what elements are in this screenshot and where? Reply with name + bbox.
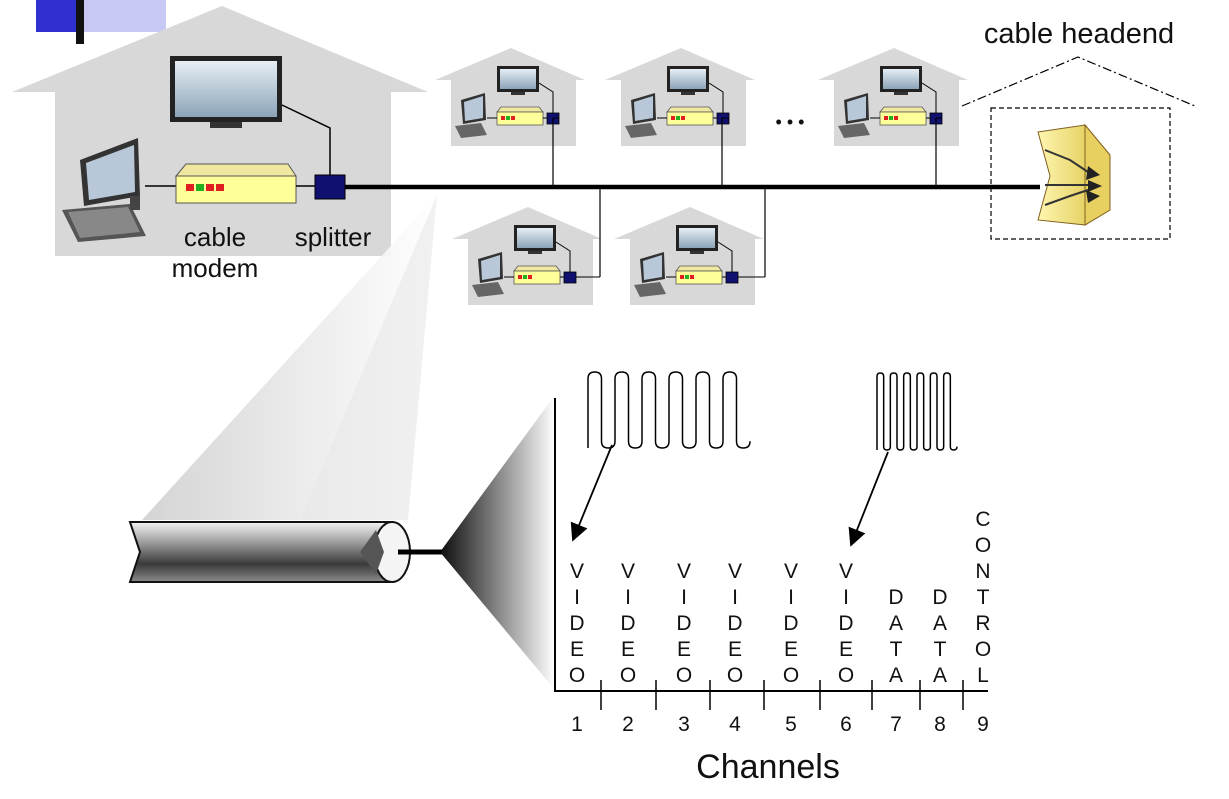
small-house-5 [614, 187, 766, 305]
channel-number: 7 [890, 713, 902, 736]
splitter-icon [314, 174, 346, 200]
data-signal-arrow [848, 451, 889, 547]
modem-label: modem [172, 253, 259, 283]
cable-modem-icon [666, 106, 714, 126]
tv-icon [676, 225, 718, 254]
splitter-icon [563, 271, 577, 284]
video-signal-wave [587, 371, 751, 449]
zoom-cone [142, 195, 437, 520]
splitter-label: splitter [295, 222, 372, 252]
computer-icon [838, 93, 870, 138]
cable-modem-icon [174, 163, 297, 204]
computer-icon [62, 138, 146, 242]
channel-number: 4 [729, 713, 741, 736]
small-house-1 [435, 48, 585, 187]
cable-modem-icon [879, 106, 927, 126]
tv-icon [497, 66, 539, 95]
coax-cable-icon [128, 395, 555, 690]
tv-icon [880, 66, 922, 95]
channel-number: 9 [977, 713, 989, 736]
channel-number: 2 [622, 713, 634, 736]
computer-icon [472, 252, 504, 297]
video-signal-arrow [570, 444, 613, 542]
computer-icon [455, 93, 487, 138]
slide-corner-decoration [36, 0, 166, 44]
cable-headend: cable headend [961, 18, 1196, 240]
splitter-icon [725, 271, 739, 284]
channels-axis-label: Channels [696, 748, 840, 786]
cable-modem-icon [675, 265, 723, 285]
tv-icon [170, 56, 282, 128]
tv-icon [667, 66, 709, 95]
channel-number: 5 [785, 713, 797, 736]
small-house-2 [605, 48, 755, 187]
more-houses-ellipsis: • • • [776, 112, 805, 132]
main-house: cable modem splitter [12, 6, 428, 283]
small-house-4 [452, 187, 602, 305]
small-house-3 [818, 48, 968, 187]
channel-number: 6 [840, 713, 852, 736]
headend-icon [1037, 123, 1111, 226]
computer-icon [625, 93, 657, 138]
data-signal-wave [876, 372, 958, 451]
tv-icon [514, 225, 556, 254]
cable-modem-icon [496, 106, 544, 126]
channel-number: 1 [571, 713, 583, 736]
small-houses [435, 48, 968, 305]
channel-number: 8 [934, 713, 946, 736]
cable-label: cable [184, 222, 246, 252]
cable-modem-icon [513, 265, 561, 285]
channel-number: 3 [678, 713, 690, 736]
computer-icon [634, 252, 666, 297]
cable-headend-label: cable headend [984, 18, 1174, 50]
